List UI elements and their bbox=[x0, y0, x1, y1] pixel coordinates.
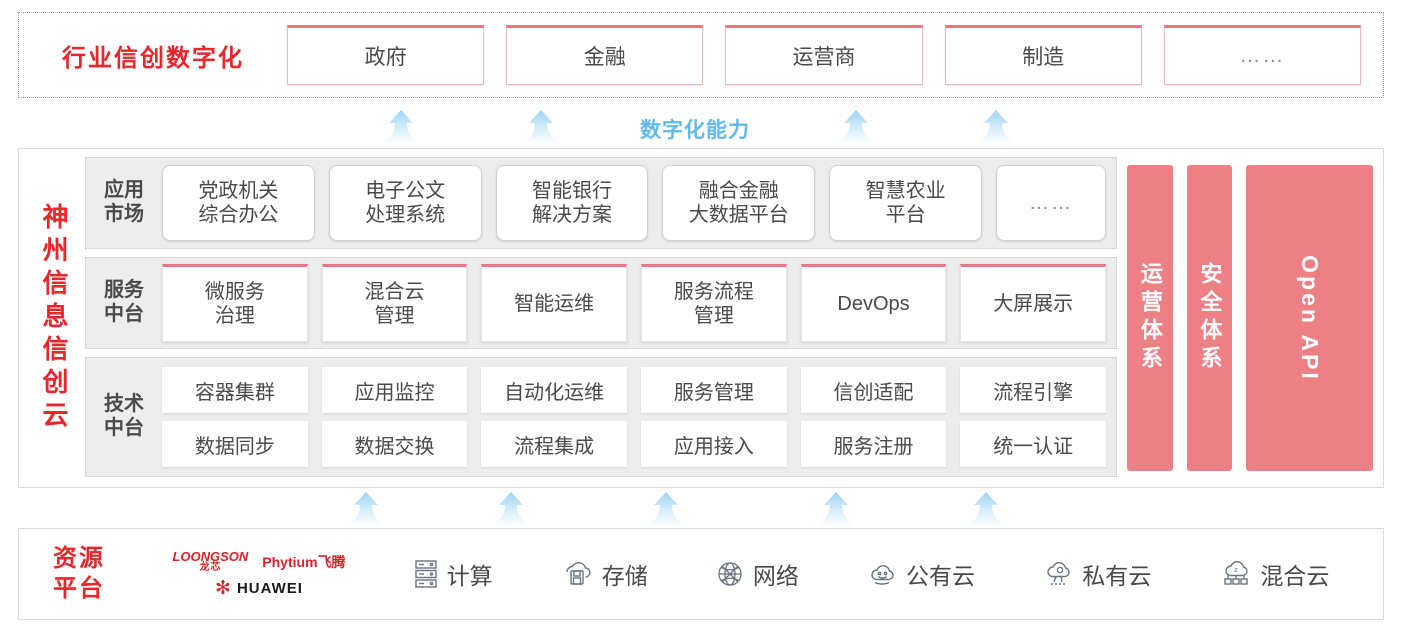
service-card-microservice-governance[interactable]: 微服务 治理 bbox=[162, 264, 308, 342]
huawei-logo: ✻ HUAWEI bbox=[215, 578, 303, 599]
app-card-smart-bank[interactable]: 智能银行 解决方案 bbox=[495, 165, 649, 241]
pillar-security-system[interactable]: 安全体系 bbox=[1186, 165, 1233, 471]
resource-item-storage[interactable]: 存储 bbox=[560, 557, 648, 591]
app-card-fintech-bigdata[interactable]: 融合金融 大数据平台 bbox=[662, 165, 816, 241]
service-card-devops[interactable]: DevOps bbox=[800, 264, 947, 342]
vendor-logo-group: LOONGSON 龙芯 Phytium飞腾 ✻ HUAWEI bbox=[139, 550, 379, 598]
cloud-platform-title: 神州信息信创云 bbox=[39, 202, 69, 434]
vendor-logo-row: ✻ HUAWEI bbox=[215, 579, 303, 598]
resource-platform-title: 资源 平台 bbox=[53, 545, 105, 602]
network-globe-icon bbox=[715, 559, 745, 589]
resource-item-private-cloud[interactable]: 私有云 bbox=[1042, 557, 1151, 591]
tech-card-app-monitoring[interactable]: 应用监控 bbox=[321, 367, 468, 413]
public-cloud-icon bbox=[866, 559, 898, 589]
hybrid-cloud-icon: z bbox=[1218, 559, 1252, 589]
service-card-aiops[interactable]: 智能运维 bbox=[481, 264, 628, 342]
up-arrow-icon bbox=[965, 492, 1007, 526]
huawei-flower-icon: ✻ bbox=[215, 578, 231, 599]
band-service-platform: 服务 中台 微服务 治理 混合云 管 bbox=[85, 257, 1117, 349]
tech-card-app-access[interactable]: 应用接入 bbox=[641, 421, 787, 467]
up-arrow-icon bbox=[380, 110, 422, 144]
industry-card-more[interactable]: …… bbox=[1163, 25, 1362, 85]
pillar-label: 安全体系 bbox=[1197, 262, 1223, 374]
industry-card-manufacturing[interactable]: 制造 bbox=[944, 25, 1142, 85]
industry-band-title: 行业信创数字化 bbox=[62, 44, 244, 72]
tech-card-unified-auth[interactable]: 统一认证 bbox=[960, 421, 1107, 467]
industry-band: 行业信创数字化 政府 金融 运营商 制造 …… bbox=[18, 12, 1384, 98]
service-card-hybrid-cloud-mgmt[interactable]: 混合云 管理 bbox=[321, 264, 468, 342]
tech-card-row: 数据同步 数据交换 流程集成 应用接入 服务注册 统一认证 bbox=[162, 421, 1107, 467]
app-card-more[interactable]: …… bbox=[995, 165, 1106, 241]
up-arrow-icon bbox=[490, 492, 532, 526]
up-arrow-icon bbox=[815, 492, 857, 526]
resource-item-network[interactable]: 网络 bbox=[715, 557, 799, 591]
resource-platform-frame: 资源 平台 LOONGSON 龙芯 Phytium飞腾 ✻ HUAWEI bbox=[18, 528, 1384, 620]
pillar-operations-system[interactable]: 运营体系 bbox=[1127, 165, 1173, 471]
resource-item-public-cloud[interactable]: 公有云 bbox=[866, 557, 975, 591]
phytium-logo: Phytium飞腾 bbox=[262, 553, 346, 570]
resource-item-list: 计算 存储 bbox=[379, 557, 1383, 591]
up-arrow-icon bbox=[645, 492, 687, 526]
industry-card-telecom[interactable]: 运营商 bbox=[725, 25, 923, 85]
resource-item-label: 公有云 bbox=[906, 563, 976, 589]
tech-card-process-integration[interactable]: 流程集成 bbox=[481, 421, 628, 467]
tech-card-xinchuang-adaptation[interactable]: 信创适配 bbox=[800, 367, 947, 413]
cloud-storage-icon bbox=[560, 559, 594, 589]
tech-card-service-mgmt[interactable]: 服务管理 bbox=[641, 367, 787, 413]
up-arrow-icon bbox=[345, 492, 387, 526]
pillar-label: 运营体系 bbox=[1137, 262, 1163, 374]
tech-card-process-engine[interactable]: 流程引擎 bbox=[960, 367, 1107, 413]
cloud-platform-body: 应用 市场 党政机关 综合办公 电子公文 bbox=[85, 149, 1383, 487]
industry-card-list: 政府 金融 运营商 制造 …… bbox=[287, 25, 1383, 85]
industry-card-government[interactable]: 政府 bbox=[287, 25, 485, 85]
capability-label: 数字化能力 bbox=[640, 119, 750, 142]
pillar-column: 运营体系 安全体系 Open API bbox=[1127, 157, 1374, 479]
cloud-platform-title-wrap: 神州信息信创云 bbox=[19, 149, 85, 487]
vendor-logo-row: LOONGSON 龙芯 Phytium飞腾 bbox=[172, 550, 345, 573]
band-tech-platform: 技术 中台 容器集群 应用监控 自动化运维 服务管理 信创适配 流程引擎 bbox=[85, 357, 1117, 477]
cloud-band-column: 应用 市场 党政机关 综合办公 电子公文 bbox=[85, 157, 1117, 479]
band-label-tech-platform: 技术 中台 bbox=[104, 393, 144, 439]
resource-item-label: 存储 bbox=[601, 563, 648, 589]
app-card-smart-agriculture[interactable]: 智慧农业 平台 bbox=[829, 165, 982, 241]
tech-card-grid: 容器集群 应用监控 自动化运维 服务管理 信创适配 流程引擎 数据同步 数据交换… bbox=[162, 367, 1116, 467]
cloud-platform-frame: 神州信息信创云 应用 市场 党政机关 综合办公 bbox=[18, 148, 1384, 488]
tech-card-container-cluster[interactable]: 容器集群 bbox=[162, 367, 308, 413]
service-card-big-screen-display[interactable]: 大屏展示 bbox=[960, 264, 1107, 342]
resource-item-hybrid-cloud[interactable]: z 混合云 bbox=[1218, 557, 1329, 591]
server-rack-icon bbox=[413, 559, 439, 589]
svg-text:z: z bbox=[1235, 567, 1239, 574]
app-card-party-gov-office[interactable]: 党政机关 综合办公 bbox=[162, 165, 315, 241]
tech-card-automated-ops[interactable]: 自动化运维 bbox=[481, 367, 628, 413]
loongson-logo: LOONGSON 龙芯 bbox=[172, 549, 249, 573]
resource-item-label: 混合云 bbox=[1260, 563, 1330, 589]
pillar-open-api[interactable]: Open API bbox=[1246, 165, 1374, 471]
up-arrow-icon bbox=[520, 110, 562, 144]
service-card-list: 微服务 治理 混合云 管理 智能运维 bbox=[162, 264, 1116, 342]
private-cloud-icon bbox=[1042, 559, 1074, 589]
resource-item-compute[interactable]: 计算 bbox=[413, 557, 493, 591]
band-label-service-platform: 服务 中台 bbox=[104, 279, 144, 325]
app-card-edoc-system[interactable]: 电子公文 处理系统 bbox=[328, 165, 482, 241]
tech-card-row: 容器集群 应用监控 自动化运维 服务管理 信创适配 流程引擎 bbox=[162, 367, 1107, 413]
up-arrow-icon bbox=[835, 110, 877, 144]
band-label-app-market: 应用 市场 bbox=[104, 179, 144, 225]
tech-card-service-registry[interactable]: 服务注册 bbox=[800, 421, 947, 467]
app-market-card-list: 党政机关 综合办公 电子公文 处理系统 智能银行 bbox=[162, 165, 1116, 241]
resource-item-label: 网络 bbox=[752, 563, 799, 589]
industry-card-finance[interactable]: 金融 bbox=[506, 25, 704, 85]
service-card-service-process-mgmt[interactable]: 服务流程 管理 bbox=[641, 264, 787, 342]
pillar-label: Open API bbox=[1297, 254, 1324, 382]
resource-item-label: 私有云 bbox=[1082, 563, 1152, 589]
band-app-market: 应用 市场 党政机关 综合办公 电子公文 bbox=[85, 157, 1117, 249]
tech-card-data-sync[interactable]: 数据同步 bbox=[162, 421, 308, 467]
up-arrow-icon bbox=[975, 110, 1017, 144]
tech-card-data-exchange[interactable]: 数据交换 bbox=[321, 421, 468, 467]
resource-item-label: 计算 bbox=[446, 563, 493, 589]
